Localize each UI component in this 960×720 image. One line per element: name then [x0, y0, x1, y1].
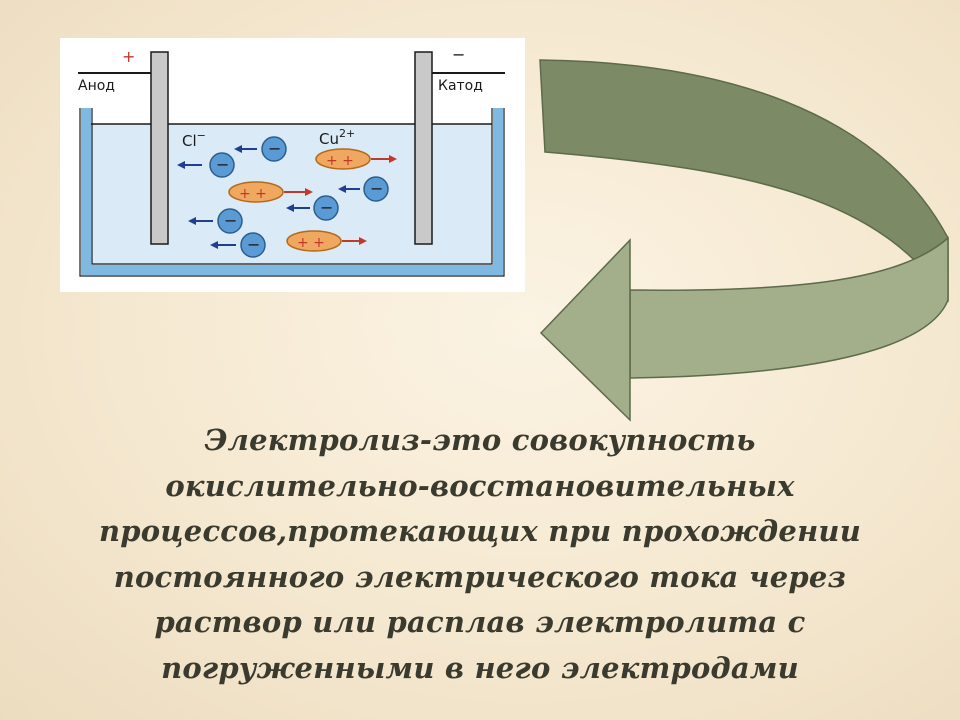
definition-line: погруженными в него электродами: [161, 650, 799, 685]
anion-ion: −: [188, 208, 243, 234]
svg-text:−: −: [224, 211, 237, 230]
cathode-electrode: [414, 51, 433, 245]
vessel: [81, 108, 503, 275]
anion-ion: −: [210, 232, 266, 258]
svg-text:−: −: [247, 235, 260, 254]
definition-text: Электролиз-это совокупность окислительно…: [30, 418, 930, 691]
cathode-sign: −: [452, 45, 465, 64]
anode-sign: +: [122, 47, 135, 66]
anion-ion: −: [234, 136, 287, 162]
cation-ion: + +: [315, 148, 397, 170]
svg-text:−: −: [320, 198, 333, 217]
anion-ion: −: [286, 195, 339, 221]
svg-text:−: −: [370, 179, 383, 198]
svg-text:+ +: + +: [326, 153, 354, 169]
electrolysis-diagram: + Анод − Катод Cl− Cu2+ − − −: [60, 38, 525, 292]
definition-line: раствор или расплав электролита с: [154, 605, 806, 639]
anion-label: Cl−: [182, 129, 206, 150]
anode-label: Анод: [78, 78, 115, 94]
arrow-ribbon-front: [629, 236, 949, 379]
svg-text:−: −: [268, 139, 281, 158]
arrow-ribbon-back: [539, 59, 949, 303]
anode-electrode: [150, 51, 169, 245]
definition-line: окислительно-восстановительных: [165, 468, 795, 503]
cation-ion: + +: [286, 230, 367, 252]
definition-line: Электролиз-это совокупность: [204, 423, 756, 457]
arrow-head: [539, 238, 631, 422]
definition-line: процессов,протекающих при прохождении: [99, 514, 861, 548]
cation-ion: + +: [228, 181, 313, 203]
anion-ion: −: [177, 152, 235, 178]
svg-text:−: −: [216, 155, 229, 174]
definition-line: постоянного электрического тока через: [113, 559, 847, 594]
cathode-label: Катод: [438, 78, 483, 94]
svg-text:+ +: + +: [239, 186, 267, 202]
anion-ion: −: [338, 176, 389, 202]
cation-label: Cu2+: [319, 127, 355, 148]
svg-text:+ +: + +: [297, 235, 325, 251]
